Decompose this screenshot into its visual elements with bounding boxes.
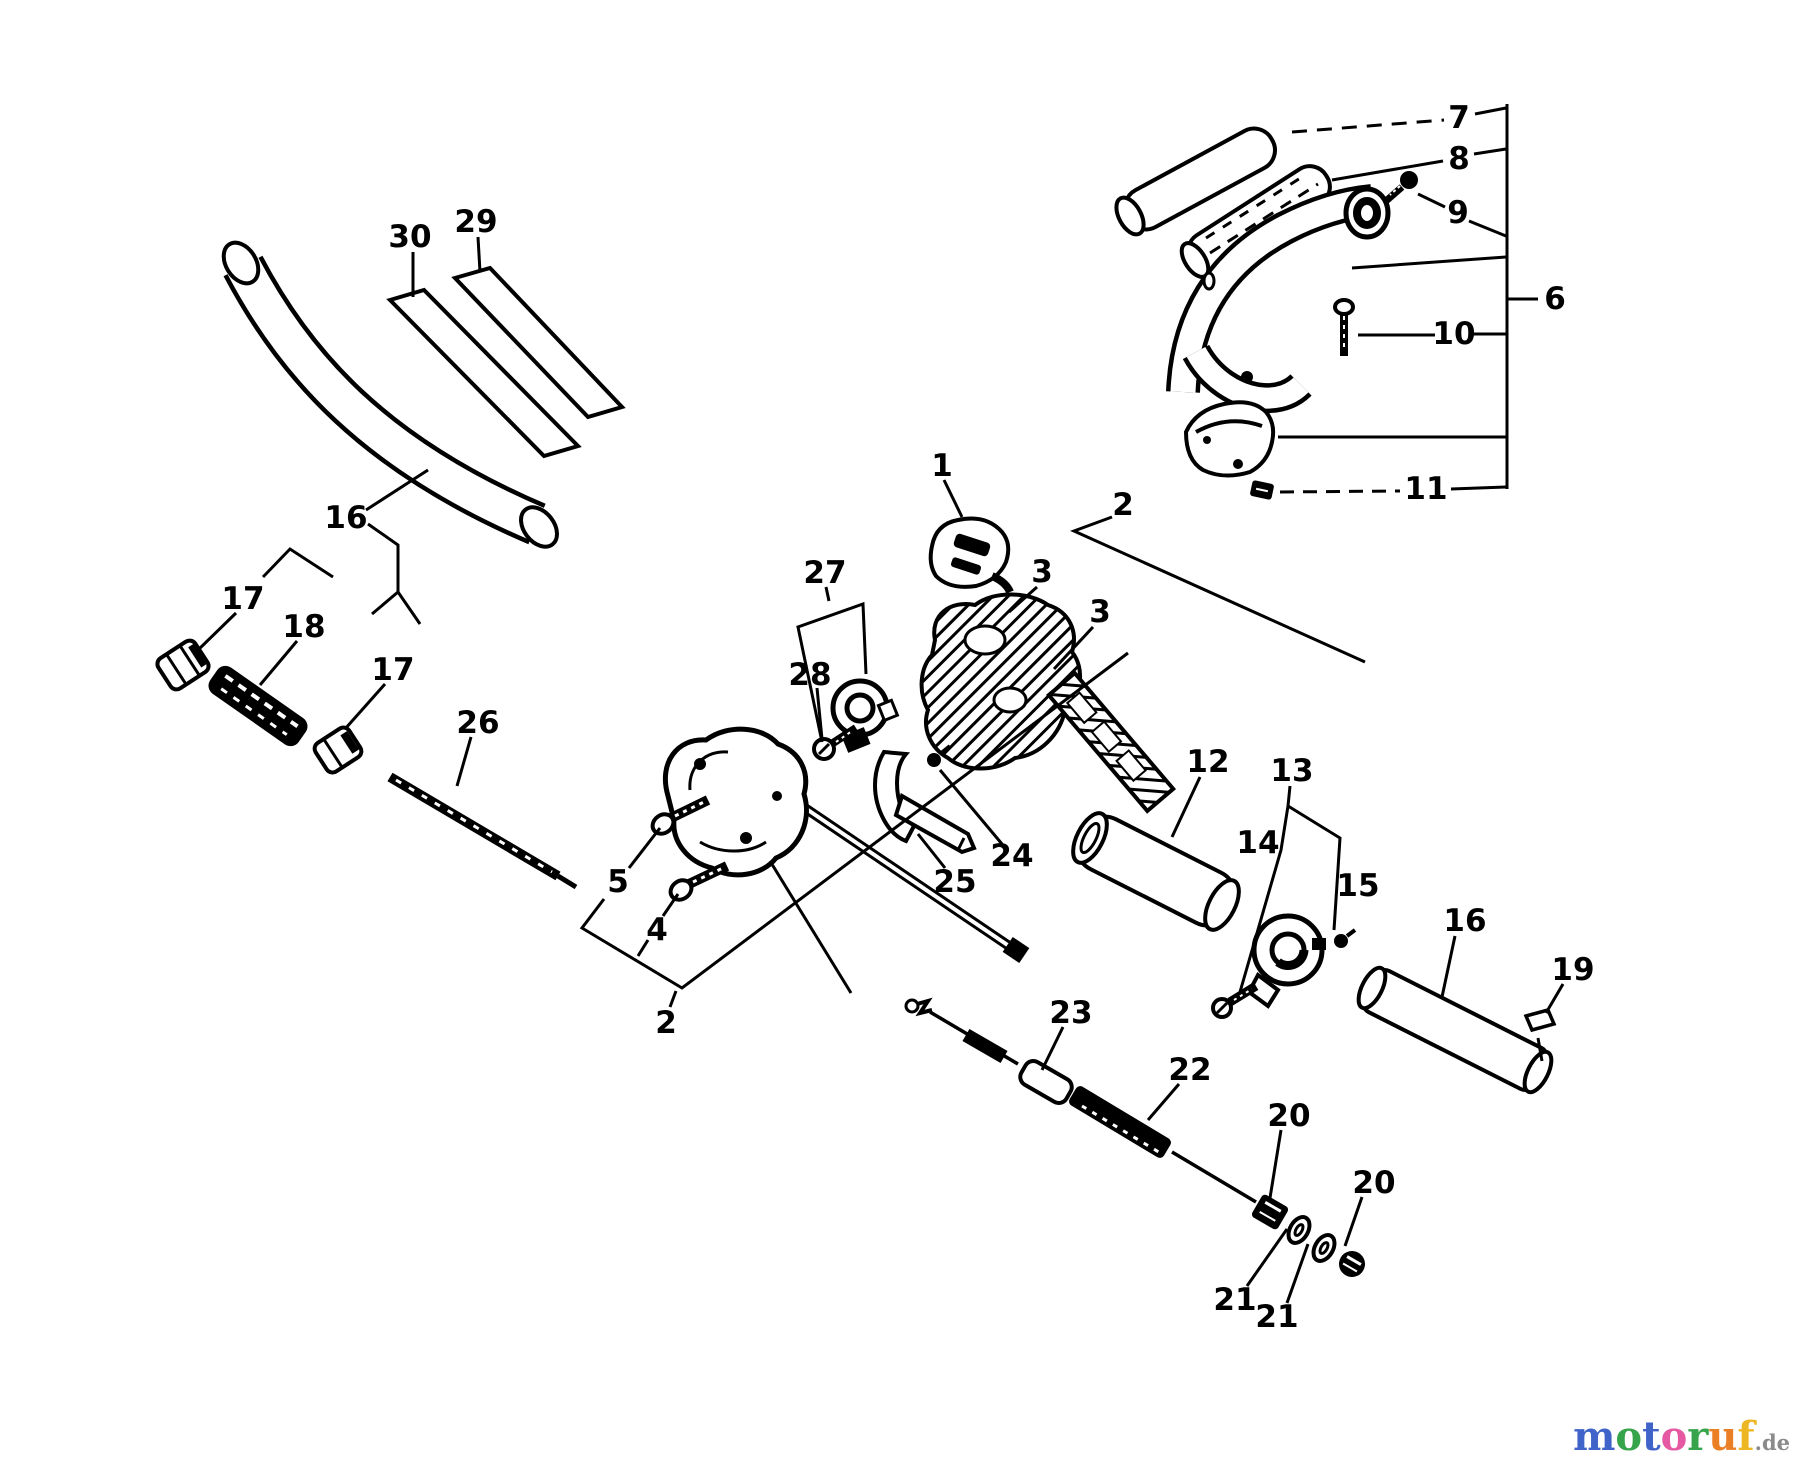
part-label-28-18: 28 bbox=[788, 657, 831, 693]
part-label-9-9: 9 bbox=[1447, 195, 1469, 231]
handlebar-6 bbox=[1166, 184, 1391, 414]
part-label-30-0: 30 bbox=[388, 219, 431, 255]
part-label-17-3: 17 bbox=[221, 581, 264, 617]
part-label-25-20: 25 bbox=[933, 864, 976, 900]
part-label-21-34: 21 bbox=[1213, 1282, 1256, 1318]
part-label-12-24: 12 bbox=[1186, 744, 1229, 780]
part-label-13-25: 13 bbox=[1270, 753, 1313, 789]
part-label-24-19: 24 bbox=[990, 838, 1033, 874]
foam-grip-12 bbox=[1071, 811, 1241, 932]
screw-15 bbox=[1334, 928, 1357, 948]
washer-21-second bbox=[1311, 1233, 1337, 1263]
part-label-11-12: 11 bbox=[1404, 471, 1447, 507]
brand-name: motoruf bbox=[1573, 1417, 1755, 1457]
shaft-clamp-13 bbox=[1246, 913, 1326, 1009]
part-label-16-2: 16 bbox=[324, 500, 367, 536]
nut-17-left bbox=[155, 638, 211, 692]
part-label-19-29: 19 bbox=[1551, 952, 1594, 988]
part-label-29-1: 29 bbox=[454, 204, 497, 240]
part-label-23-30: 23 bbox=[1049, 995, 1092, 1031]
washer-21-first bbox=[1286, 1215, 1312, 1245]
handlebar-clamp-lower-11 bbox=[1183, 400, 1276, 478]
part-label-20-32: 20 bbox=[1267, 1098, 1310, 1134]
throttle-rail bbox=[1045, 670, 1177, 814]
nut-17-right bbox=[312, 725, 364, 775]
drive-shaft-tube-left bbox=[221, 240, 559, 549]
part-label-10-11: 10 bbox=[1432, 316, 1475, 352]
throttle-cable bbox=[904, 997, 1257, 1204]
decal-29 bbox=[451, 265, 626, 420]
brand-letter: r bbox=[1687, 1413, 1709, 1460]
part-label-22-31: 22 bbox=[1168, 1052, 1211, 1088]
brand-letter: u bbox=[1708, 1413, 1738, 1460]
nut-20-first bbox=[1251, 1194, 1289, 1230]
nut-11 bbox=[1250, 480, 1274, 500]
screw-14 bbox=[1211, 982, 1259, 1019]
part-label-27-17: 27 bbox=[803, 555, 846, 591]
part-label-3-16: 3 bbox=[1089, 594, 1111, 630]
part-label-2-23: 2 bbox=[655, 1005, 677, 1041]
part-label-17-5: 17 bbox=[371, 652, 414, 688]
coupler-18 bbox=[208, 665, 308, 747]
part-label-8-8: 8 bbox=[1448, 141, 1470, 177]
part-label-21-35: 21 bbox=[1255, 1299, 1298, 1335]
cable-clamp-27 bbox=[830, 678, 900, 753]
part-label-3-15: 3 bbox=[1031, 554, 1053, 590]
part-label-5-21: 5 bbox=[607, 864, 629, 900]
brand-letter: o bbox=[1660, 1413, 1688, 1460]
cable-adjuster-22 bbox=[1069, 1086, 1171, 1158]
brand-letter: f bbox=[1737, 1413, 1755, 1460]
bolt-9 bbox=[1383, 171, 1418, 204]
brand-letter: t bbox=[1642, 1413, 1661, 1460]
control-rod bbox=[799, 801, 1030, 964]
screw-28 bbox=[812, 724, 859, 761]
watermark-logo: motoruf.de bbox=[1573, 1417, 1790, 1457]
part-label-6-10: 6 bbox=[1544, 281, 1566, 317]
nut-20-second bbox=[1339, 1251, 1365, 1277]
part-label-15-27: 15 bbox=[1336, 868, 1379, 904]
throttle-trigger-25 bbox=[873, 749, 977, 855]
flex-shaft-26 bbox=[387, 772, 578, 890]
brand-tld: .de bbox=[1754, 1430, 1790, 1455]
part-label-7-7: 7 bbox=[1448, 100, 1470, 136]
part-label-18-4: 18 bbox=[282, 609, 325, 645]
brand-letter: o bbox=[1615, 1413, 1643, 1460]
brand-letter: m bbox=[1573, 1413, 1616, 1460]
callout-leaders bbox=[195, 104, 1565, 1304]
part-label-26-6: 26 bbox=[456, 705, 499, 741]
part-label-14-26: 14 bbox=[1236, 825, 1279, 861]
pin-24 bbox=[927, 744, 952, 767]
plug-19 bbox=[1523, 1007, 1557, 1033]
handle-grip-7 bbox=[1114, 126, 1277, 237]
switch-1 bbox=[928, 516, 1014, 594]
throttle-housing-2 bbox=[919, 592, 1083, 771]
part-label-20-33: 20 bbox=[1352, 1165, 1395, 1201]
part-label-4-22: 4 bbox=[646, 912, 668, 948]
shaft-tube-16-right bbox=[1356, 965, 1554, 1095]
part-label-2-14: 2 bbox=[1112, 487, 1134, 523]
part-label-1-13: 1 bbox=[931, 448, 953, 484]
handle-shell-half bbox=[662, 726, 809, 878]
screw-10 bbox=[1333, 298, 1355, 356]
cable-end-23 bbox=[1018, 1059, 1074, 1105]
part-label-16-28: 16 bbox=[1443, 903, 1486, 939]
